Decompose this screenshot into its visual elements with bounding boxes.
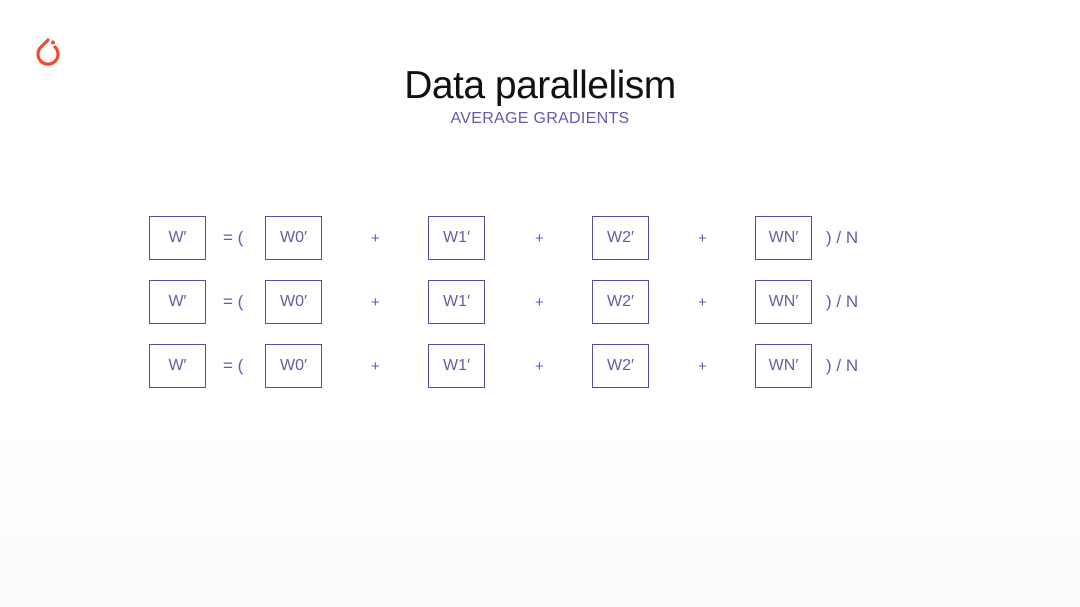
plus-sign: + xyxy=(535,293,544,311)
plus-sign: + xyxy=(371,357,380,375)
weight-term-box: W0′ xyxy=(265,216,322,260)
weight-term-label: W0′ xyxy=(280,229,307,246)
equation-row: W′ = ( W0′ + W1′ + W2′ + WN′ ) / N xyxy=(0,216,1080,262)
weight-term-label: W0′ xyxy=(280,293,307,310)
weight-term-box: WN′ xyxy=(755,280,812,324)
weight-term-box: WN′ xyxy=(755,216,812,260)
weight-term-box: W2′ xyxy=(592,216,649,260)
equals-open-paren: = ( xyxy=(223,356,244,375)
plus-sign: + xyxy=(371,229,380,247)
weight-term-box: W2′ xyxy=(592,344,649,388)
result-weight-box: W′ xyxy=(149,344,206,388)
weight-term-box: W0′ xyxy=(265,280,322,324)
plus-sign: + xyxy=(698,229,707,247)
weight-term-box: W1′ xyxy=(428,216,485,260)
weight-term-label: W2′ xyxy=(607,357,634,374)
equals-open-paren: = ( xyxy=(223,292,244,311)
result-weight-box: W′ xyxy=(149,280,206,324)
weight-term-label: W1′ xyxy=(443,293,470,310)
weight-term-box: W2′ xyxy=(592,280,649,324)
plus-sign: + xyxy=(698,357,707,375)
equation-row: W′ = ( W0′ + W1′ + W2′ + WN′ ) / N xyxy=(0,280,1080,326)
close-paren-divide-n: ) / N xyxy=(826,292,859,311)
weight-term-box: W1′ xyxy=(428,280,485,324)
weight-term-label: W0′ xyxy=(280,357,307,374)
result-weight-box: W′ xyxy=(149,216,206,260)
weight-term-box: W0′ xyxy=(265,344,322,388)
weight-term-label: W2′ xyxy=(607,229,634,246)
weight-term-label: WN′ xyxy=(768,293,799,310)
result-weight-label: W′ xyxy=(168,293,187,310)
slide-subtitle: AVERAGE GRADIENTS xyxy=(450,110,630,127)
weight-term-label: W1′ xyxy=(443,229,470,246)
weight-term-box: WN′ xyxy=(755,344,812,388)
weight-term-label: W1′ xyxy=(443,357,470,374)
result-weight-label: W′ xyxy=(168,357,187,374)
plus-sign: + xyxy=(698,293,707,311)
weight-term-box: W1′ xyxy=(428,344,485,388)
weight-term-label: WN′ xyxy=(768,229,799,246)
result-weight-label: W′ xyxy=(168,229,187,246)
weight-term-label: W2′ xyxy=(607,293,634,310)
equals-open-paren: = ( xyxy=(223,228,244,247)
plus-sign: + xyxy=(371,293,380,311)
close-paren-divide-n: ) / N xyxy=(826,356,859,375)
equation-row: W′ = ( W0′ + W1′ + W2′ + WN′ ) / N xyxy=(0,344,1080,390)
slide-title: Data parallelism xyxy=(404,64,676,107)
plus-sign: + xyxy=(535,357,544,375)
pytorch-flame-icon xyxy=(36,38,60,66)
close-paren-divide-n: ) / N xyxy=(826,228,859,247)
plus-sign: + xyxy=(535,229,544,247)
weight-term-label: WN′ xyxy=(768,357,799,374)
